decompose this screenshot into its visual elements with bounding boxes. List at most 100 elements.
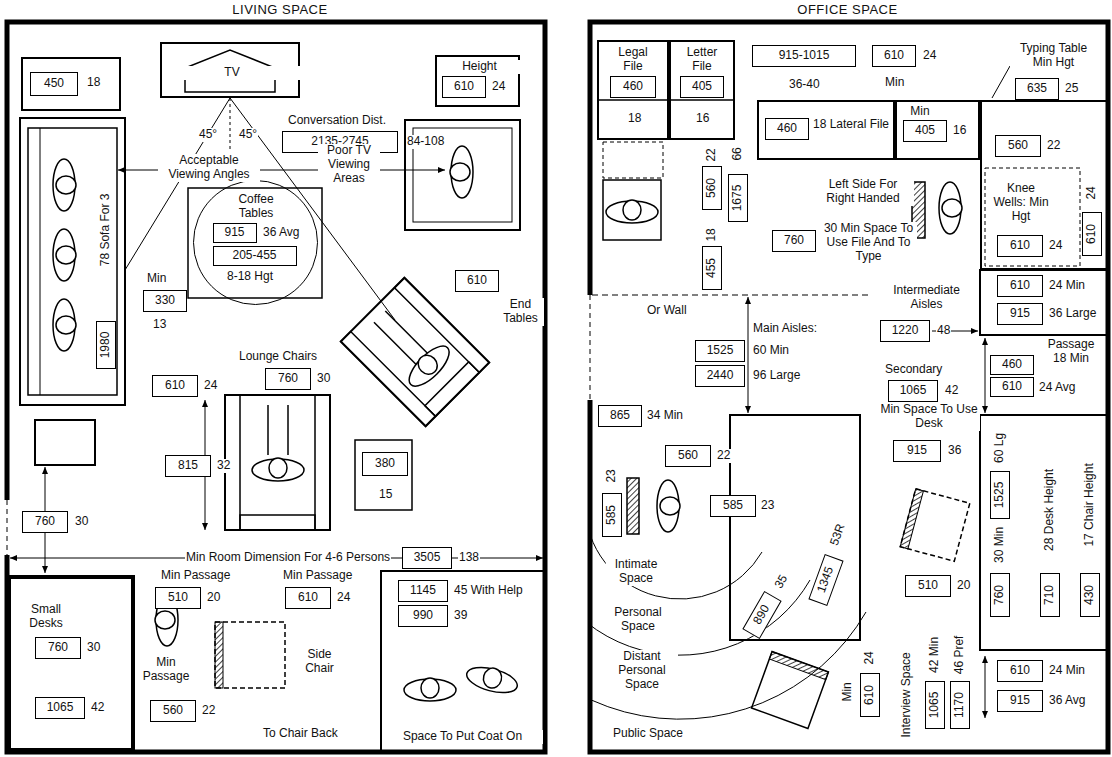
dimension-box: 1065 [35,697,85,719]
living-plan [20,118,125,405]
dimension-box: 585 [602,493,622,537]
living-plan [287,405,289,455]
office-plan [900,489,970,561]
dimension-label: 78 Sofa For 3 [99,193,113,268]
dimension-box: 585 [710,495,756,517]
dimension-box: 1170 [950,681,970,729]
dimension-label: Min Room Dimension For 4-6 Persons [185,551,391,565]
living-plan [40,128,41,395]
office-plan [590,505,810,655]
dimension-box: 510 [905,575,951,597]
dimension-label: 24 [203,379,218,393]
dimension-value: 1525 [707,344,734,358]
office-plan [752,652,829,729]
dimension-value: 760 [35,515,55,529]
dimension-label: 24 [1048,239,1063,253]
dimension-box: 760 [265,368,311,390]
dimension-label: 66 [731,146,745,161]
dimension-label: Min Passage [140,656,192,684]
dimension-label: Min Passage [160,569,231,583]
dimension-value: 430 [1083,585,1097,605]
dimension-box: 450 [30,72,78,96]
dimension-value: 610 [1085,224,1099,244]
area-box: OFFICE SPACELegal File460Letter File4059… [583,0,1112,757]
dimension-label: 24 [863,650,877,665]
dimension-box: 405 [903,120,947,142]
dimension-value: 1170 [953,692,967,718]
dimension-label: 23 [760,499,775,513]
living-plan [7,500,8,555]
dimension-box: 1675 [728,174,748,222]
living-plan [7,22,545,752]
dimension-label: Min Space To Use Desk [878,403,980,431]
dimension-value: 1345 [815,565,837,595]
dimension-box: 915 [893,440,941,462]
dimension-label: 22 [1046,139,1061,153]
dimension-label: 18 [627,112,642,126]
dimension-value: 1065 [900,384,927,398]
dimension-box: 610 [872,45,916,67]
dimension-value: 760 [48,641,68,655]
area-heading: Letter File [677,46,727,74]
area-heading: LIVING SPACE [0,3,560,18]
dimension-box: 460 [610,76,656,98]
dimension-box: 405 [680,76,724,98]
office-plan [985,168,1080,266]
dimension-label: Left Side For Right Handed [812,178,914,206]
dimension-label: 20 [206,591,221,605]
dimension-value: 510 [168,591,188,605]
dimension-label: 46 Pref [953,635,967,676]
dimension-box: 205-455 [213,246,297,266]
dimension-label: 16 [952,124,967,138]
dimension-label: 24 Avg [1038,381,1076,395]
dimension-value: 610 [1010,664,1030,678]
living-plan [53,229,76,281]
dimension-value: 460 [777,122,797,136]
living-plan [225,395,330,530]
office-plan [900,489,970,561]
dimension-value: 815 [178,459,198,473]
dimension-value: 915 [224,226,244,240]
dimension-box: 915-1015 [752,45,856,67]
dimension-box: 760 [22,511,68,533]
area-box: TV [160,42,300,98]
dimension-label: 24 [1085,185,1099,200]
living-plan [188,188,322,298]
dimension-label: 36 Avg [1048,694,1086,708]
dimension-box: 460 [990,355,1034,375]
area-heading: Legal File [608,46,658,74]
dimension-box: 610 [990,377,1034,397]
dimension-value: 460 [623,80,643,94]
dimension-box: 610 [152,375,198,397]
dimension-box: 915 [213,223,257,243]
living-plan [215,622,223,688]
dimension-value: 915 [1010,694,1030,708]
living-plan [402,339,455,392]
dimension-label: 96 Large [752,369,801,383]
dimension-value: 330 [155,294,175,308]
office-plan [985,338,986,413]
dimension-box: 1145 [398,580,448,602]
office-plan [748,297,749,413]
dimension-label: Min [146,272,167,286]
living-plan [53,159,76,211]
dimension-box: 560 [150,700,196,722]
office-plan [590,295,591,400]
dimension-label: Poor TV Viewing Areas [318,144,380,185]
dimension-label: 45° [198,128,218,142]
dimension-box: 610 [442,76,486,98]
living-plan [341,278,489,426]
dimension-label: 24 Min [1048,664,1086,678]
dimension-label: 45° [238,128,258,142]
dimension-label: Public Space [612,727,684,741]
office-plan [590,22,1108,752]
dimension-value: 610 [884,49,904,63]
dimension-label: 24 Min [1048,279,1086,293]
office-plan [769,652,828,680]
office-plan [603,180,661,240]
dimension-value: 760 [993,585,1007,605]
dimension-box: 865 [598,405,642,427]
dimension-label: 30 Min [993,526,1007,564]
office-plan [603,142,663,178]
